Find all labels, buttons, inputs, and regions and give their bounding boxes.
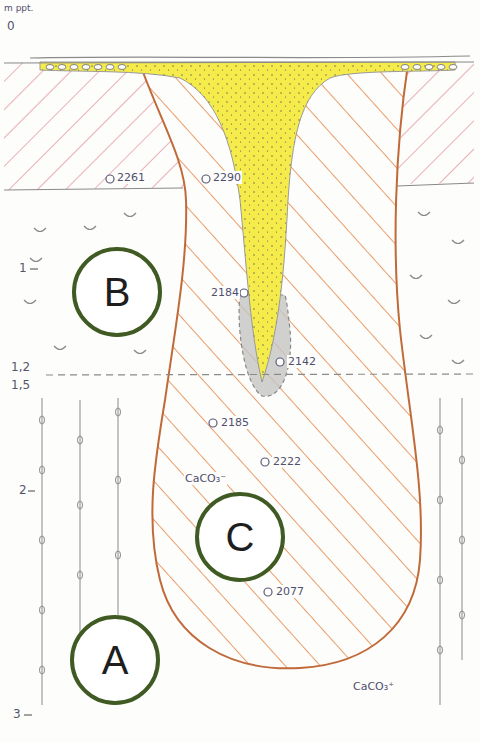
layer-letter: C: [226, 517, 255, 557]
carbonate-note: CaCO₃⁻: [184, 472, 227, 485]
sample-number: 2142: [287, 355, 317, 368]
depth-mark: 2: [18, 484, 28, 497]
surface-line: [4, 62, 474, 63]
marker-ring: [197, 494, 283, 580]
layer-marker: A: [70, 615, 160, 705]
layer-boundary: [397, 183, 474, 186]
sample-number: 2077: [275, 585, 305, 598]
sand-fill: [40, 62, 455, 382]
sand-dots: [40, 62, 455, 382]
layer-boundary: [46, 374, 474, 375]
layer-marker: B: [72, 247, 162, 337]
marker-ring: [72, 617, 158, 703]
layer-letter: B: [104, 272, 131, 312]
layer-boundary: [4, 188, 183, 190]
depth-mark: 1,2: [10, 361, 31, 374]
sample-number: 2290: [212, 171, 242, 184]
surface-line: [30, 56, 470, 58]
sample-number: 2261: [116, 171, 146, 184]
sample-number: 2222: [272, 455, 302, 468]
marker-ring: [74, 249, 160, 335]
depth-mark: 3: [12, 708, 22, 721]
sample-points: [106, 175, 284, 596]
carbonate-note: CaCO₃⁺: [352, 680, 395, 693]
depth-mark: 0: [6, 20, 16, 33]
depth-unit: m ppt.: [3, 3, 34, 14]
layer-marker: C: [195, 492, 285, 582]
sample-number: 2185: [220, 416, 250, 429]
sample-number: 2184: [210, 286, 240, 299]
depth-mark: 1: [18, 262, 28, 275]
layer-letter: A: [102, 640, 129, 680]
pebbles: [46, 65, 457, 70]
depth-mark: 1,5: [10, 379, 31, 392]
